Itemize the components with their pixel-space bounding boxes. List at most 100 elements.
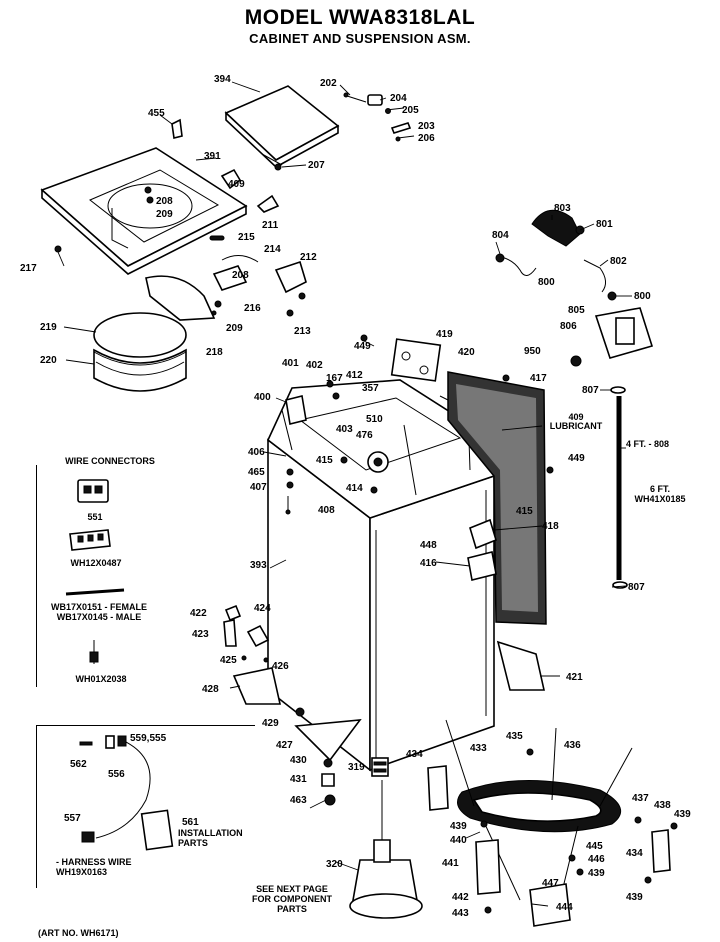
callout: 449 — [354, 341, 371, 352]
harness-wire-note: - HARNESS WIRE WH19X0163 — [56, 857, 132, 877]
art-number: (ART NO. WH6171) — [38, 928, 119, 938]
callout: 435 — [506, 731, 523, 742]
lid-drawing — [224, 85, 340, 168]
callout: 562 — [70, 759, 87, 770]
callout: 211 — [262, 220, 279, 231]
callout: 426 — [272, 661, 289, 672]
callout: 425 — [220, 655, 237, 666]
hinge-parts — [211, 255, 307, 317]
callout: 319 — [348, 762, 365, 773]
callout: 391 — [204, 151, 221, 162]
top-hardware — [54, 92, 415, 253]
callout: 209 — [156, 209, 173, 220]
callout: 439 — [450, 821, 467, 832]
callout: 430 — [290, 755, 307, 766]
callout: 320 — [326, 859, 343, 870]
callout: 439 — [626, 892, 643, 903]
lubricant-note: LUBRICANT — [549, 421, 603, 431]
callout: 447 — [542, 878, 559, 889]
callout: 443 — [452, 908, 469, 919]
callout: 421 — [566, 672, 583, 683]
wire-connectors-title: WIRE CONNECTORS — [65, 456, 155, 466]
callout: 463 — [290, 795, 307, 806]
callout: 423 — [192, 629, 209, 640]
callout: 218 — [206, 347, 223, 358]
rear-panel-drawing — [447, 371, 547, 691]
callout: 800 — [634, 291, 651, 302]
callout: 807 — [628, 582, 645, 593]
callout: 417 — [530, 373, 547, 384]
callout: 449 — [568, 453, 585, 464]
callout: 212 — [300, 252, 317, 263]
installation-parts-frame — [36, 725, 255, 888]
callout: 409 — [228, 179, 245, 190]
callout: 441 — [442, 858, 459, 869]
callout: 219 — [40, 322, 57, 333]
callout: 412 — [346, 370, 363, 381]
callout: 214 — [264, 244, 281, 255]
wire-connectors-frame — [36, 465, 167, 687]
top-cover-drawing — [40, 147, 248, 275]
callout: 476 — [356, 430, 373, 441]
callout: 415 — [316, 455, 333, 466]
assembly-subtitle: CABINET AND SUSPENSION ASM. — [249, 31, 471, 46]
callout: 403 — [336, 424, 353, 435]
callout: 444 — [556, 902, 573, 913]
callout: 414 — [346, 483, 363, 494]
callout: 442 — [452, 892, 469, 903]
callout: 559,555 — [130, 733, 167, 744]
callout: 407 — [250, 482, 267, 493]
callout: 557 — [64, 813, 81, 824]
callout: 406 — [248, 447, 265, 458]
connector-551-label: 551 — [87, 512, 103, 522]
part-callouts: 394 202 204 205 203 206 455 391 207 409 … — [20, 74, 691, 919]
callout: 801 — [596, 219, 613, 230]
connector-wb17-label: WB17X0151 - FEMALE WB17X0145 - MALE — [50, 602, 148, 622]
callout: 202 — [320, 78, 337, 89]
callout: 418 — [542, 521, 559, 532]
callout: 807 — [582, 385, 599, 396]
callout: 393 — [250, 560, 267, 571]
installation-parts-note: INSTALLATION PARTS — [178, 828, 243, 848]
callout: 213 — [294, 326, 311, 337]
page-title: MODEL WWA8318LAL — [244, 6, 476, 29]
callout: 419 — [436, 329, 453, 340]
callout: 556 — [108, 769, 125, 780]
callout: 800 — [538, 277, 555, 288]
side-hardware — [223, 334, 554, 762]
callout: 400 — [254, 392, 271, 403]
callout: 455 — [148, 108, 165, 119]
callout: 429 — [262, 718, 279, 729]
callout: 208 — [232, 270, 249, 281]
callout: 438 — [654, 800, 671, 811]
callout: 428 — [202, 684, 219, 695]
callout: 203 — [418, 121, 435, 132]
callout: 448 — [420, 540, 437, 551]
callout: 215 — [238, 232, 255, 243]
callout: 402 — [306, 360, 323, 371]
hose-part-note: 6 FT. WH41X0185 — [634, 484, 686, 504]
callout: 465 — [248, 467, 265, 478]
callout: 439 — [674, 809, 691, 820]
callout: 207 — [308, 160, 325, 171]
suspension-drawing — [321, 719, 678, 927]
callout: 420 — [458, 347, 475, 358]
callout: 217 — [20, 263, 37, 274]
callout: 436 — [564, 740, 581, 751]
callout: 208 — [156, 196, 173, 207]
callout: 206 — [418, 133, 435, 144]
callout: 422 — [190, 608, 207, 619]
callout: 433 — [470, 743, 487, 754]
see-next-page-note: SEE NEXT PAGE FOR COMPONENT PARTS — [252, 884, 332, 914]
callout: 437 — [632, 793, 649, 804]
callout: 220 — [40, 355, 57, 366]
callout: 204 — [390, 93, 407, 104]
callout: 394 — [214, 74, 231, 85]
connector-wh01-label: WH01X2038 — [75, 674, 127, 684]
callout: 802 — [610, 256, 627, 267]
callout: 416 — [420, 558, 437, 569]
callout: 209 — [226, 323, 243, 334]
callout: 805 — [568, 305, 585, 316]
cabinet-drawing — [267, 338, 505, 772]
